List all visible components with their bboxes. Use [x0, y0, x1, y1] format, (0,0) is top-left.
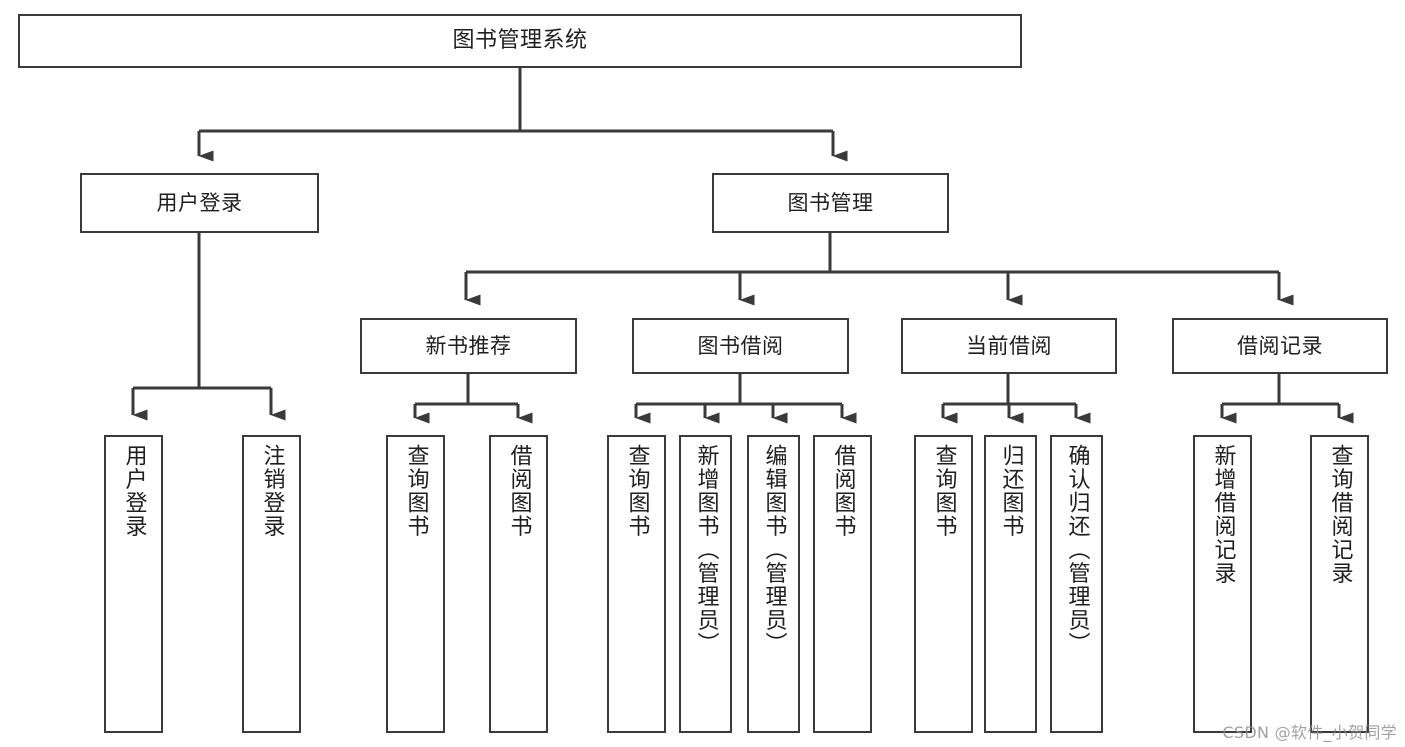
- node-book-borrow[interactable]: 图书借阅: [632, 318, 849, 374]
- node-user-login[interactable]: 用户登录: [80, 173, 319, 233]
- leaf-add-book[interactable]: 新增图书（管理员）: [679, 435, 732, 733]
- leaf-logout-login[interactable]: 注销登录: [242, 435, 301, 733]
- leaf-query-book-1-label: 查询图书: [403, 444, 429, 538]
- leaf-query-book-3-label: 查询图书: [931, 444, 957, 538]
- node-new-book-rec[interactable]: 新书推荐: [360, 318, 577, 374]
- node-user-login-label: 用户登录: [156, 190, 243, 215]
- leaf-query-book-3[interactable]: 查询图书: [914, 435, 973, 733]
- node-borrow-record[interactable]: 借阅记录: [1172, 318, 1388, 374]
- leaf-query-book-2[interactable]: 查询图书: [607, 435, 666, 733]
- leaf-logout-login-label: 注销登录: [259, 444, 285, 538]
- leaf-add-borrow-record-label: 新增借阅记录: [1210, 444, 1236, 585]
- node-book-borrow-label: 图书借阅: [697, 333, 784, 358]
- node-current-borrow-label: 当前借阅: [966, 333, 1052, 358]
- leaf-return-book-label: 归还图书: [998, 444, 1024, 538]
- node-book-manage-label: 图书管理: [787, 190, 874, 215]
- leaf-user-login-label: 用户登录: [121, 444, 147, 538]
- node-root[interactable]: 图书管理系统: [18, 14, 1022, 68]
- node-root-label: 图书管理系统: [452, 28, 588, 54]
- leaf-borrow-book-1[interactable]: 借阅图书: [489, 435, 548, 733]
- leaf-confirm-return-label: 确认归还（管理员）: [1064, 444, 1090, 656]
- leaf-add-book-label: 新增图书（管理员）: [693, 444, 719, 656]
- leaf-edit-book[interactable]: 编辑图书（管理员）: [747, 435, 800, 733]
- node-current-borrow[interactable]: 当前借阅: [901, 318, 1117, 374]
- leaf-borrow-book-2[interactable]: 借阅图书: [813, 435, 872, 733]
- leaf-edit-book-label: 编辑图书（管理员）: [761, 444, 787, 656]
- leaf-query-book-2-label: 查询图书: [624, 444, 650, 538]
- leaf-query-borrow-record-label: 查询借阅记录: [1327, 444, 1353, 585]
- node-new-book-rec-label: 新书推荐: [425, 333, 512, 358]
- node-book-manage[interactable]: 图书管理: [712, 173, 949, 233]
- leaf-confirm-return[interactable]: 确认归还（管理员）: [1050, 435, 1103, 733]
- leaf-query-book-1[interactable]: 查询图书: [386, 435, 445, 733]
- leaf-borrow-book-1-label: 借阅图书: [506, 444, 532, 538]
- node-borrow-record-label: 借阅记录: [1237, 333, 1323, 358]
- leaf-borrow-book-2-label: 借阅图书: [830, 444, 856, 538]
- leaf-query-borrow-record[interactable]: 查询借阅记录: [1310, 435, 1369, 733]
- leaf-return-book[interactable]: 归还图书: [984, 435, 1037, 733]
- leaf-add-borrow-record[interactable]: 新增借阅记录: [1193, 435, 1252, 733]
- leaf-user-login[interactable]: 用户登录: [104, 435, 163, 733]
- watermark: CSDN @软件_小贺同学: [1222, 723, 1397, 742]
